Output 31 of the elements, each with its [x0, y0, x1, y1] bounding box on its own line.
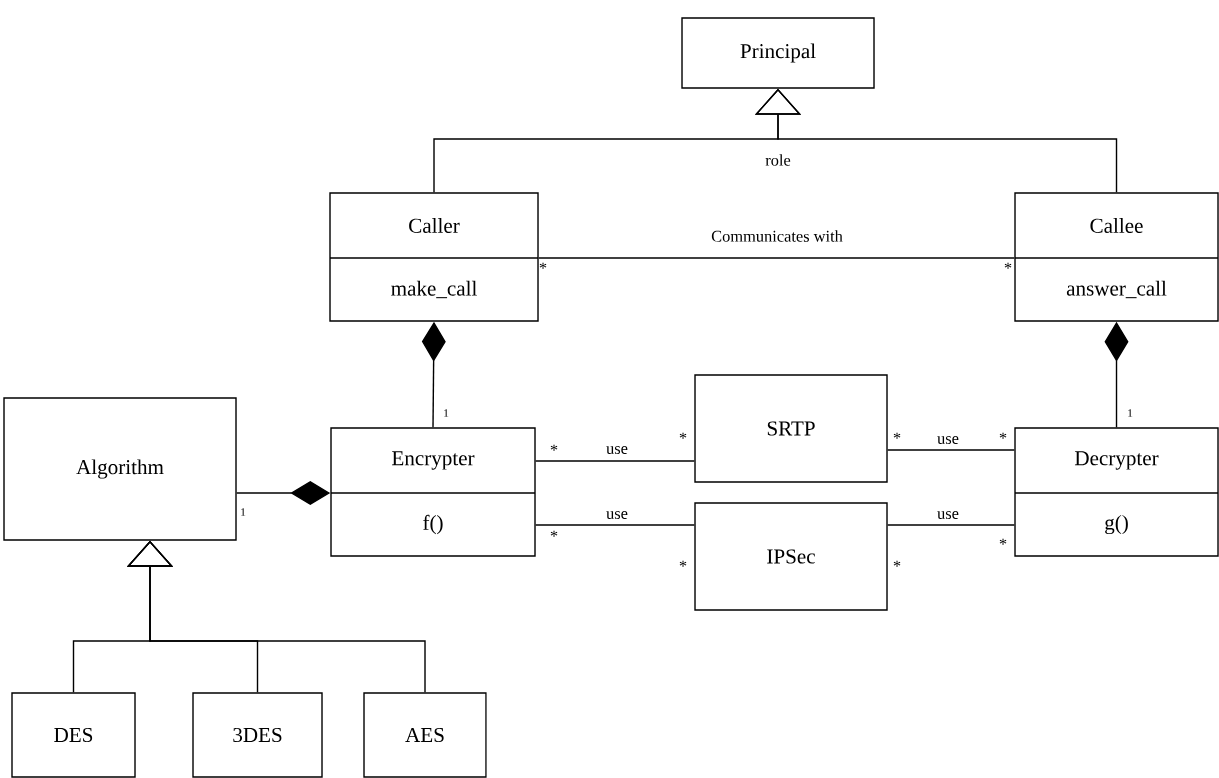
- multiplicity-label: 1: [1128, 409, 1133, 417]
- multiplicity-label: *: [550, 530, 558, 537]
- association-line: [535, 460, 695, 462]
- class-box: AES: [363, 692, 487, 778]
- multiplicity-label: *: [893, 432, 901, 439]
- multiplicity-label: *: [1004, 262, 1012, 269]
- class-box: Decrypter g(): [1014, 427, 1219, 557]
- association-line: [887, 449, 1015, 451]
- class-box: DES: [11, 692, 136, 778]
- class-box: IPSec: [694, 502, 888, 611]
- edge-label: use: [604, 444, 630, 456]
- association-line: [538, 257, 1015, 259]
- class-box: Algorithm: [3, 397, 237, 541]
- multiplicity-label: *: [999, 538, 1007, 545]
- class-box: Callee answer_call: [1014, 192, 1219, 322]
- edge-label: use: [604, 509, 630, 521]
- class-box: SRTP: [694, 374, 888, 483]
- edge-label: Communicates with: [710, 229, 844, 243]
- association-line: [887, 524, 1015, 526]
- class-box: 3DES: [192, 692, 323, 778]
- multiplicity-label: *: [999, 432, 1007, 439]
- edge-label: use: [935, 509, 961, 521]
- class-box: Encrypter f(): [330, 427, 536, 557]
- class-box: Principal: [681, 17, 875, 89]
- edge-label: use: [935, 434, 961, 446]
- multiplicity-label: *: [550, 444, 558, 451]
- multiplicity-label: 1: [444, 409, 449, 417]
- multiplicity-label: *: [539, 262, 547, 269]
- role-label: role: [765, 154, 791, 166]
- association-line: [535, 524, 695, 526]
- class-box: Caller make_call: [329, 192, 539, 322]
